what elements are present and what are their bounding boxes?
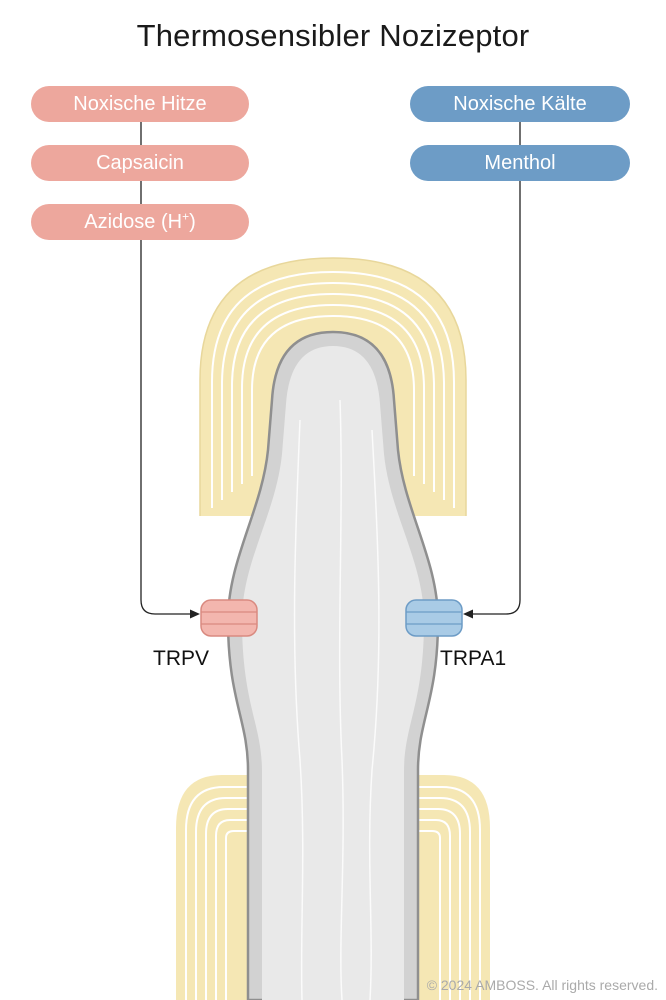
copyright-notice: © 2024 AMBOSS. All rights reserved. bbox=[426, 977, 658, 993]
stimulus-noxious-cold: Noxische Kälte bbox=[410, 86, 630, 122]
stimulus-menthol: Menthol bbox=[410, 145, 630, 181]
acidosis-label: Azidose (H bbox=[84, 211, 183, 233]
lower-myelin-sheath bbox=[176, 775, 490, 1000]
axon-terminal bbox=[226, 330, 440, 1000]
trpv-label: TRPV bbox=[153, 647, 210, 670]
stimulus-capsaicin: Capsaicin bbox=[31, 145, 249, 181]
acidosis-suffix: ) bbox=[189, 211, 196, 233]
trpa1-label: TRPA1 bbox=[440, 647, 507, 670]
trpv-channel bbox=[200, 599, 258, 637]
stimulus-acidosis: Azidose (H+) bbox=[31, 204, 249, 240]
stimulus-noxious-heat: Noxische Hitze bbox=[31, 86, 249, 122]
heat-stimulus-arrow bbox=[140, 86, 200, 619]
trpa1-channel bbox=[405, 599, 463, 637]
diagram-title: Thermosensibler Nozizeptor bbox=[136, 18, 530, 53]
proton-superscript: + bbox=[182, 209, 190, 224]
cold-stimulus-arrow bbox=[463, 86, 521, 619]
